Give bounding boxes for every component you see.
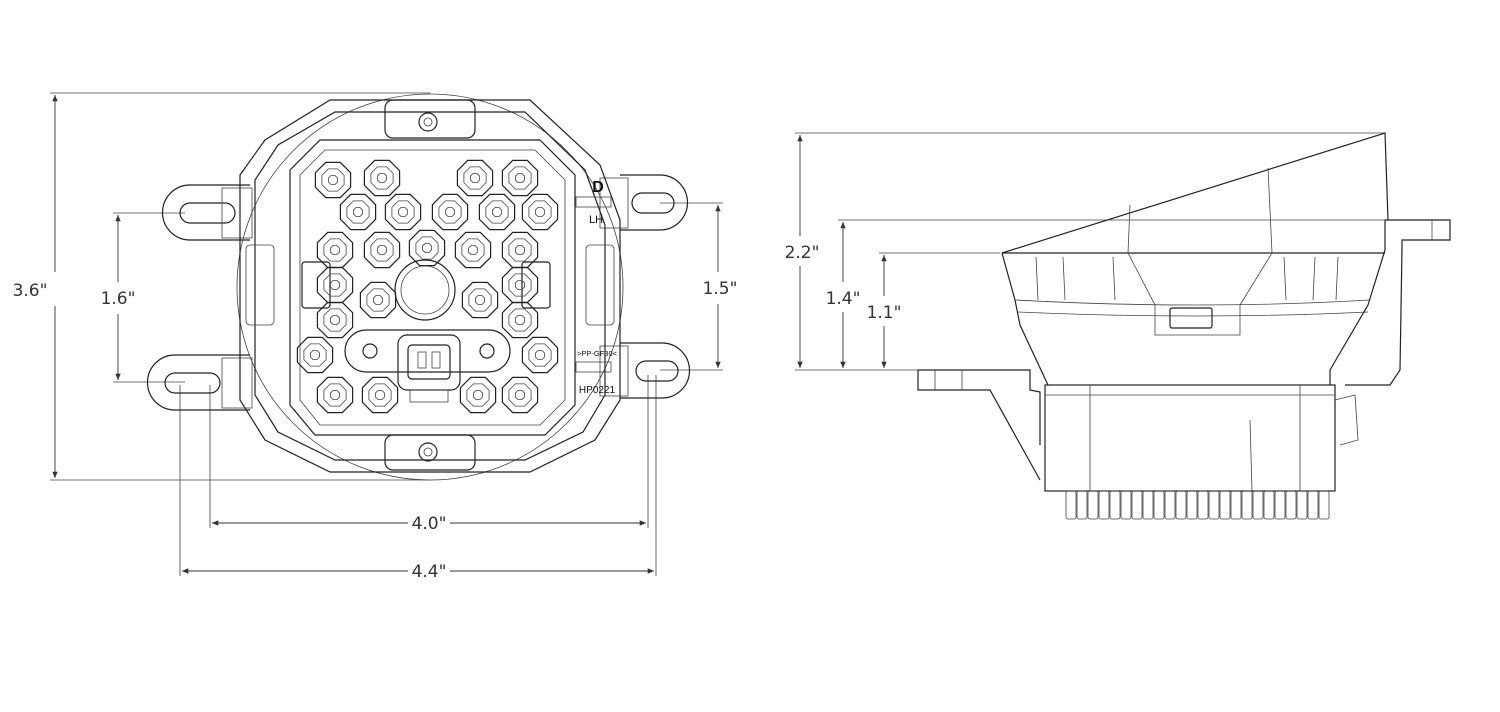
heatsink-fin [1219, 490, 1231, 520]
heatsink-fin [1263, 490, 1275, 520]
heatsink-fin [1197, 490, 1209, 520]
led-optic [384, 193, 422, 231]
heatsink-fin [1109, 490, 1121, 520]
led-optic [431, 193, 469, 231]
led-optic [408, 229, 446, 267]
center-lens [394, 259, 456, 321]
heatsink-fin [1252, 490, 1264, 520]
dim-mount-width-outer: 4.4" [412, 562, 447, 582]
led-optic [363, 159, 401, 197]
heatsink-fin [1307, 490, 1319, 520]
led-optic [316, 266, 354, 304]
led-optic [454, 231, 492, 269]
material-marking: >PP-GF30< [577, 349, 618, 358]
dim-mount-width-inner: 4.0" [412, 514, 447, 534]
heatsink-fin [1153, 490, 1165, 520]
connector [344, 329, 511, 403]
mounting-ears [146, 174, 691, 411]
dim-overall-depth: 2.2" [785, 243, 820, 263]
led-optic [501, 159, 539, 197]
dim-flange-depth: 1.4" [826, 289, 861, 309]
led-optic [339, 193, 377, 231]
heatsink-fin [1230, 490, 1242, 520]
led-optic [501, 231, 539, 269]
led-optic [478, 193, 516, 231]
dim-inner-height-left: 1.6" [101, 289, 136, 309]
led-optic [314, 161, 352, 199]
heatsink-fin [1285, 490, 1297, 520]
dim-overall-height: 3.6" [13, 281, 48, 301]
heatsink-fin [1065, 490, 1077, 520]
heatsink-fin [1076, 490, 1088, 520]
led-optic [316, 301, 354, 339]
led-optic [501, 376, 539, 414]
led-optic [363, 231, 401, 269]
heatsink-fin [1142, 490, 1154, 520]
heatsink-fin [1175, 490, 1187, 520]
led-optic [501, 266, 539, 304]
dim-lens-depth: 1.1" [867, 303, 902, 323]
led-optic [461, 281, 499, 319]
dim-inner-height-right: 1.5" [703, 279, 738, 299]
heatsink-fin [1131, 490, 1143, 520]
heatsink-fin [1318, 490, 1330, 520]
side-view: 2.2" 1.4" 1.1" [785, 132, 1451, 520]
heatsink-fin [1098, 490, 1110, 520]
led-optic [316, 376, 354, 414]
led-optic [501, 301, 539, 339]
led-optic [361, 376, 399, 414]
heatsink-fin [1274, 490, 1286, 520]
heatsink-fin [1241, 490, 1253, 520]
led-optic [456, 159, 494, 197]
side-marking: LH [589, 214, 603, 226]
heatsink-fin [1164, 490, 1176, 520]
heatsink-fins [1065, 490, 1330, 520]
part-code-marking: HP0221 [579, 385, 616, 396]
front-view: 3.6" 1.6" 1.5" 4.0" 4.4" [13, 92, 738, 582]
heatsink-fin [1186, 490, 1198, 520]
led-array [296, 159, 559, 414]
heatsink-fin [1296, 490, 1308, 520]
led-optic [296, 336, 334, 374]
heatsink-fin [1208, 490, 1220, 520]
led-optic [521, 193, 559, 231]
heatsink-fin [1087, 490, 1099, 520]
led-optic [359, 281, 397, 319]
brand-logo-d: D [592, 179, 604, 196]
led-optic [521, 336, 559, 374]
led-optic [316, 231, 354, 269]
heatsink-fin [1120, 490, 1132, 520]
led-optic [459, 376, 497, 414]
